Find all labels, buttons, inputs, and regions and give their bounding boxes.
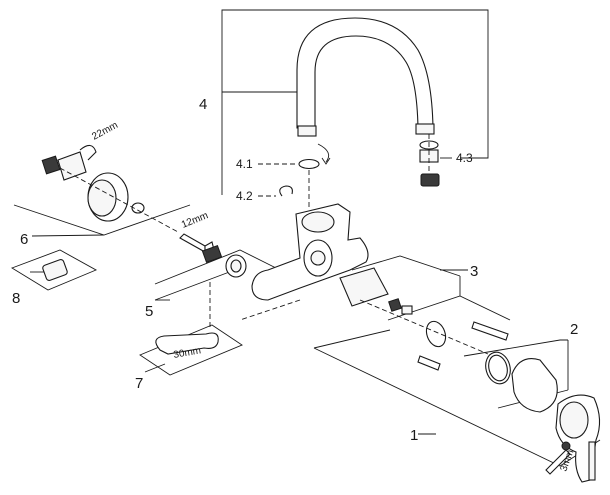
- cover-sleeve: [511, 358, 558, 413]
- spout-assembly: [221, 9, 489, 210]
- retaining-plate: [425, 320, 447, 348]
- cartridge-spindle: [388, 298, 402, 312]
- cartridge-nut: [401, 305, 413, 315]
- eccentric-body: [57, 151, 87, 181]
- wrench-22mm-icon: [79, 144, 97, 161]
- callout-1: 1: [410, 427, 418, 444]
- aerator-insert-4-3: [420, 173, 440, 187]
- cartridge-block: [339, 267, 389, 307]
- callout-2-frame: [463, 339, 568, 357]
- body-axis-line: [239, 299, 301, 321]
- tool-size-12mm: 12mm: [180, 210, 210, 231]
- spout-socket: [301, 211, 335, 233]
- rotate-arrow: [317, 143, 330, 163]
- wrench-30mm-icon: [155, 332, 219, 355]
- mixer-body: [239, 203, 369, 321]
- spout-tube: [296, 17, 434, 129]
- part-5-nut: [201, 244, 223, 264]
- callout-5: 5: [145, 303, 153, 320]
- cartridge-axis-line: [359, 299, 489, 355]
- fitting-axis-line: [59, 167, 179, 233]
- callout-1-frame-bottom: [313, 347, 601, 467]
- callout-7: 7: [135, 375, 143, 392]
- spout-left-end: [297, 125, 317, 137]
- connector-part-5: [154, 244, 277, 330]
- tool-part-7: [139, 324, 243, 376]
- callout-5-frame-top: [154, 249, 277, 285]
- hex-key-12mm-icon: [179, 233, 206, 253]
- callout-4-frame: [221, 9, 489, 195]
- tool-size-22mm: 22mm: [90, 120, 120, 143]
- o-ring-4-1: [298, 158, 320, 170]
- part-8-box: [10, 249, 98, 291]
- callout-3-frame-top: [351, 255, 461, 277]
- callout-6-leader: [31, 234, 105, 237]
- callout-4: 4: [199, 96, 207, 113]
- part-5-bore: [230, 259, 242, 273]
- callout-5-frame-bottom: [154, 267, 241, 301]
- lever-arm: [588, 441, 596, 481]
- o-ring-inner: [488, 354, 508, 382]
- housing-bore: [310, 250, 326, 266]
- screw-left: [417, 355, 441, 371]
- part-8-frame: [10, 249, 98, 291]
- callout-3: 3: [470, 263, 478, 280]
- callout-7-leader: [144, 363, 166, 373]
- screw-right: [471, 321, 509, 341]
- washer: [131, 202, 145, 214]
- callout-6: 6: [20, 231, 28, 248]
- callout-2: 2: [570, 321, 578, 338]
- cartridge-part-3: [339, 255, 511, 371]
- callout-8: 8: [12, 290, 20, 307]
- tool-size-30mm: 30mm: [173, 345, 202, 361]
- sleeve-part-2: [463, 339, 569, 413]
- callout-4-2: 4.2: [236, 189, 253, 203]
- rotate-arrow-head: [321, 157, 331, 165]
- callout-1-frame-top: [313, 329, 391, 349]
- callout-4-3: 4.3: [456, 151, 473, 165]
- lever-hub: [559, 401, 589, 439]
- hex-key-3mm-icon: [545, 449, 571, 475]
- lever-part-1: [313, 329, 601, 483]
- clip-4-2: [279, 185, 293, 197]
- rosette-face: [87, 179, 117, 217]
- spout-right-end: [415, 123, 435, 135]
- tool-size-3mm: 3mm: [558, 448, 576, 473]
- callout-4-1: 4.1: [236, 157, 253, 171]
- eccentric-nut: [41, 155, 61, 175]
- connection-set-6: [13, 144, 191, 237]
- part-8-sleeve: [42, 259, 68, 281]
